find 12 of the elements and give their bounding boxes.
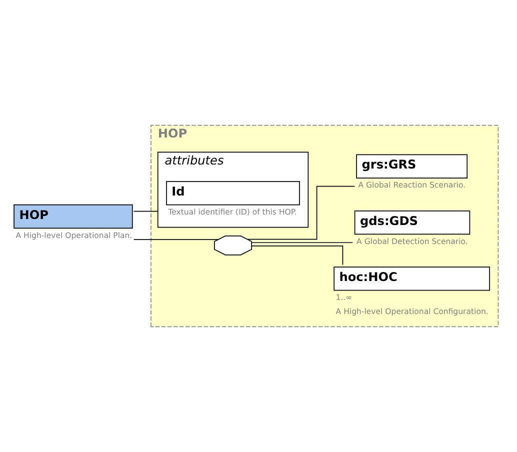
node-label: A Global Detection Scenario.	[356, 236, 468, 246]
connector	[251, 242, 354, 244]
node-label: Textual identifier (ID) of this HOP.	[168, 208, 297, 217]
node-label: A High-level Operational Configuration.	[336, 306, 488, 316]
connector	[133, 210, 158, 212]
node-label: 1..∞	[336, 293, 352, 302]
connector	[247, 186, 356, 240]
node-label: A High-level Operational Plan.	[16, 230, 132, 240]
connector	[251, 246, 344, 266]
node-octagon	[214, 236, 252, 256]
connector	[133, 239, 219, 240]
node-label: A Global Reaction Scenario.	[358, 180, 466, 190]
